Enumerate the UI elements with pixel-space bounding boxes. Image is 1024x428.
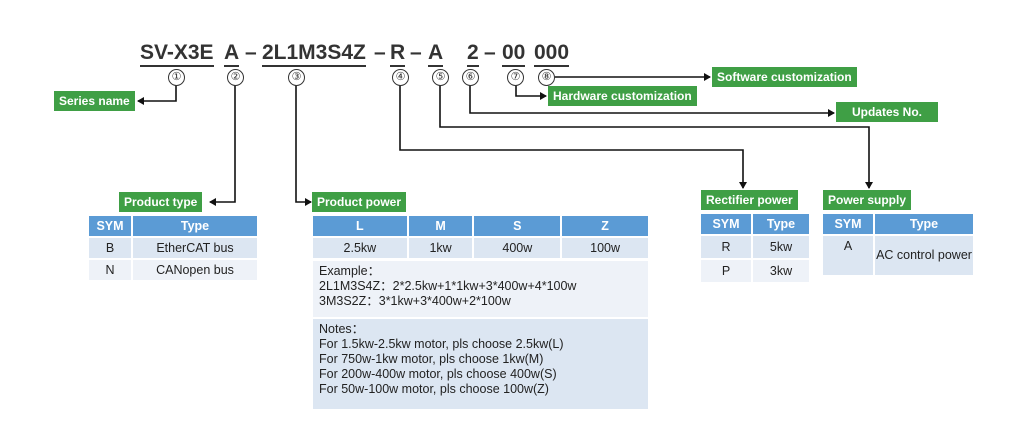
product-power-table: L M S Z 2.5kw 1kw 400w 100w bbox=[311, 214, 650, 260]
table-header: S bbox=[474, 216, 561, 236]
code-power-supply: A bbox=[428, 41, 444, 67]
code-dash: – bbox=[374, 41, 386, 64]
code-hardware: 00 bbox=[502, 41, 526, 67]
marker-5: ⑤ bbox=[432, 69, 449, 86]
table-header: Type bbox=[875, 214, 973, 234]
label-rectifier-power: Rectifier power bbox=[701, 190, 798, 210]
code-dash: – bbox=[484, 41, 496, 64]
example-line: 3M3S2Z：3*1kw+3*400w+2*100w bbox=[319, 294, 511, 308]
table-cell: 5kw bbox=[753, 236, 809, 258]
table-header: SYM bbox=[701, 214, 751, 234]
table-cell: 2.5kw bbox=[313, 238, 407, 258]
table-row: 2.5kw 1kw 400w 100w bbox=[313, 238, 648, 258]
table-cell: EtherCAT bus bbox=[133, 238, 257, 258]
notes-title: Notes： bbox=[319, 322, 365, 336]
line-hardware bbox=[515, 84, 547, 100]
table-cell: R bbox=[701, 236, 751, 258]
table-header: SYM bbox=[89, 216, 131, 236]
table-cell: CANopen bus bbox=[133, 260, 257, 280]
notes-box: Notes： For 1.5kw-2.5kw motor, pls choose… bbox=[313, 319, 648, 409]
marker-1: ① bbox=[168, 69, 185, 86]
table-header: SYM bbox=[823, 214, 873, 234]
line-power-supply bbox=[439, 84, 873, 189]
table-cell: P bbox=[701, 260, 751, 282]
table-row: N CANopen bus bbox=[89, 260, 257, 280]
code-product-type: A bbox=[224, 41, 240, 67]
code-dash: – bbox=[410, 41, 422, 64]
table-row: B EtherCAT bus bbox=[89, 238, 257, 258]
table-cell: N bbox=[89, 260, 131, 280]
label-hardware-customization: Hardware customization bbox=[548, 86, 697, 106]
code-rectifier: R bbox=[390, 41, 406, 67]
marker-4: ④ bbox=[392, 69, 409, 86]
table-header: M bbox=[408, 216, 473, 236]
label-software-customization: Software customization bbox=[712, 67, 857, 87]
label-series-name: Series name bbox=[54, 91, 135, 111]
marker-2: ② bbox=[227, 69, 244, 86]
table-cell: 400w bbox=[474, 238, 561, 258]
line-series-name bbox=[137, 84, 177, 105]
table-header: Z bbox=[562, 216, 648, 236]
line-updates bbox=[469, 84, 835, 117]
marker-8: ⑧ bbox=[538, 69, 555, 86]
table-header: Type bbox=[753, 214, 809, 234]
product-type-table: SYM Type B EtherCAT bus N CANopen bus bbox=[87, 214, 259, 282]
example-title: Example： bbox=[319, 264, 381, 278]
table-row: R 5kw bbox=[701, 236, 809, 258]
code-updates: 2 bbox=[467, 41, 479, 67]
marker-6: ⑥ bbox=[462, 69, 479, 86]
rectifier-power-table: SYM Type R 5kw P 3kw bbox=[699, 212, 811, 284]
label-product-type: Product type bbox=[119, 192, 203, 212]
label-product-power: Product power bbox=[312, 192, 407, 212]
label-updates-no: Updates No. bbox=[836, 102, 938, 122]
code-dash: – bbox=[245, 41, 257, 64]
table-cell: 3kw bbox=[753, 260, 809, 282]
notes-line: For 750w-1kw motor, pls choose 1kw(M) bbox=[319, 352, 544, 366]
table-row: A AC control power bbox=[823, 236, 973, 275]
table-cell: 100w bbox=[562, 238, 648, 258]
line-product-power bbox=[295, 84, 312, 206]
example-box: Example： 2L1M3S4Z：2*2.5kw+1*1kw+3*400w+4… bbox=[313, 261, 648, 317]
label-power-supply: Power supply bbox=[823, 190, 912, 210]
notes-line: For 1.5kw-2.5kw motor, pls choose 2.5kw(… bbox=[319, 337, 564, 351]
code-product-power: 2L1M3S4Z bbox=[262, 41, 366, 67]
marker-3: ③ bbox=[288, 69, 305, 86]
line-product-type bbox=[209, 84, 236, 206]
table-header: L bbox=[313, 216, 407, 236]
table-cell: A bbox=[823, 236, 873, 275]
marker-7: ⑦ bbox=[507, 69, 524, 86]
example-line: 2L1M3S4Z：2*2.5kw+1*1kw+3*400w+4*100w bbox=[319, 279, 577, 293]
table-header: Type bbox=[133, 216, 257, 236]
table-row: P 3kw bbox=[701, 260, 809, 282]
notes-line: For 200w-400w motor, pls choose 400w(S) bbox=[319, 367, 557, 381]
table-cell: 1kw bbox=[408, 238, 473, 258]
code-series: SV-X3E bbox=[140, 41, 214, 67]
table-cell: AC control power bbox=[875, 236, 973, 275]
table-cell: B bbox=[89, 238, 131, 258]
code-software: 000 bbox=[534, 41, 570, 67]
line-rectifier bbox=[399, 84, 747, 189]
notes-line: For 50w-100w motor, pls choose 100w(Z) bbox=[319, 382, 549, 396]
power-supply-table: SYM Type A AC control power bbox=[821, 212, 975, 277]
